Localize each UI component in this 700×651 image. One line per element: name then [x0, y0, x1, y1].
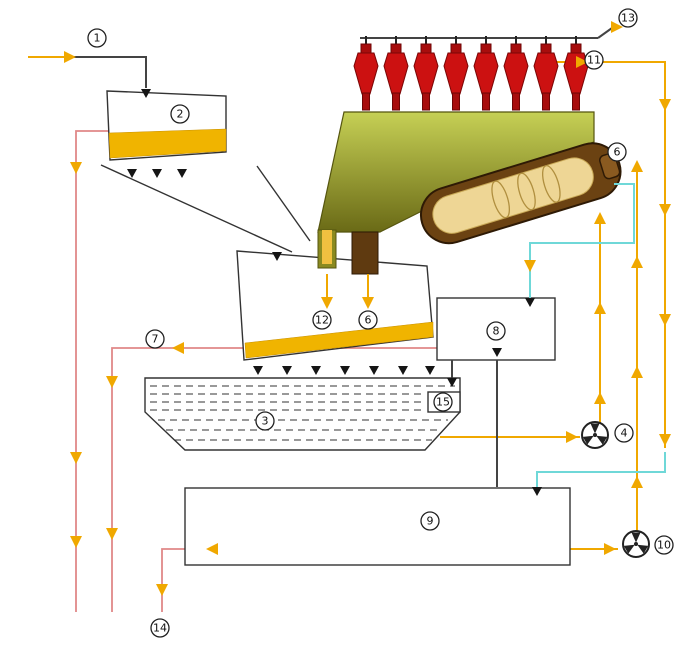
hydrocyclone	[413, 35, 439, 111]
label-14: 14	[150, 618, 170, 638]
fan-valve-10-icon	[622, 530, 650, 558]
funnel-spout-12	[317, 229, 337, 298]
wash-line-to-tank-9	[536, 452, 666, 488]
svg-text:6: 6	[614, 146, 621, 159]
label-4: 4	[614, 423, 634, 443]
label-7: 7	[145, 329, 165, 349]
svg-text:7: 7	[152, 333, 159, 346]
svg-text:2: 2	[177, 108, 184, 121]
overflow-manifold	[360, 27, 613, 39]
svg-text:4: 4	[621, 427, 628, 440]
intermediate-container	[236, 250, 434, 361]
label-6-spout: 6	[358, 310, 378, 330]
hydrocyclone	[503, 35, 529, 111]
label-8: 8	[486, 321, 506, 341]
svg-text:9: 9	[427, 515, 434, 528]
label-11: 11	[584, 50, 604, 70]
label-3: 3	[255, 411, 275, 431]
feed-tank-2	[106, 90, 227, 161]
chute-below-tank-2	[100, 164, 311, 253]
label-6-drum: 6	[607, 142, 627, 162]
svg-text:15: 15	[436, 396, 450, 409]
bottom-tank-9	[184, 487, 571, 566]
label-13: 13	[618, 8, 638, 28]
drum-spout-6	[351, 231, 379, 298]
recycle-line-left	[75, 130, 109, 612]
svg-text:14: 14	[153, 622, 167, 635]
label-1: 1	[87, 28, 107, 48]
svg-text:6: 6	[365, 314, 372, 327]
label-10: 10	[654, 535, 674, 555]
hydrocyclone-bank	[353, 35, 589, 111]
label-2: 2	[170, 104, 190, 124]
hydrocyclone	[473, 35, 499, 111]
hydrocyclone	[533, 35, 559, 111]
svg-text:3: 3	[262, 415, 269, 428]
settling-tank-3	[144, 377, 461, 451]
hydrocyclone	[353, 35, 379, 111]
inlet-pipe	[74, 56, 147, 88]
fan-valve-4-icon	[581, 421, 609, 449]
rotary-drum	[420, 142, 622, 245]
svg-text:10: 10	[657, 539, 671, 552]
hydrocyclone	[443, 35, 469, 111]
label-12: 12	[312, 310, 332, 330]
svg-text:11: 11	[587, 54, 601, 67]
svg-text:13: 13	[621, 12, 635, 25]
svg-text:8: 8	[493, 325, 500, 338]
label-15: 15	[433, 392, 453, 412]
svg-text:12: 12	[315, 314, 329, 327]
label-9: 9	[420, 511, 440, 531]
svg-text:1: 1	[94, 32, 101, 45]
hydrocyclone	[383, 35, 409, 111]
hydrocyclone	[563, 35, 589, 111]
